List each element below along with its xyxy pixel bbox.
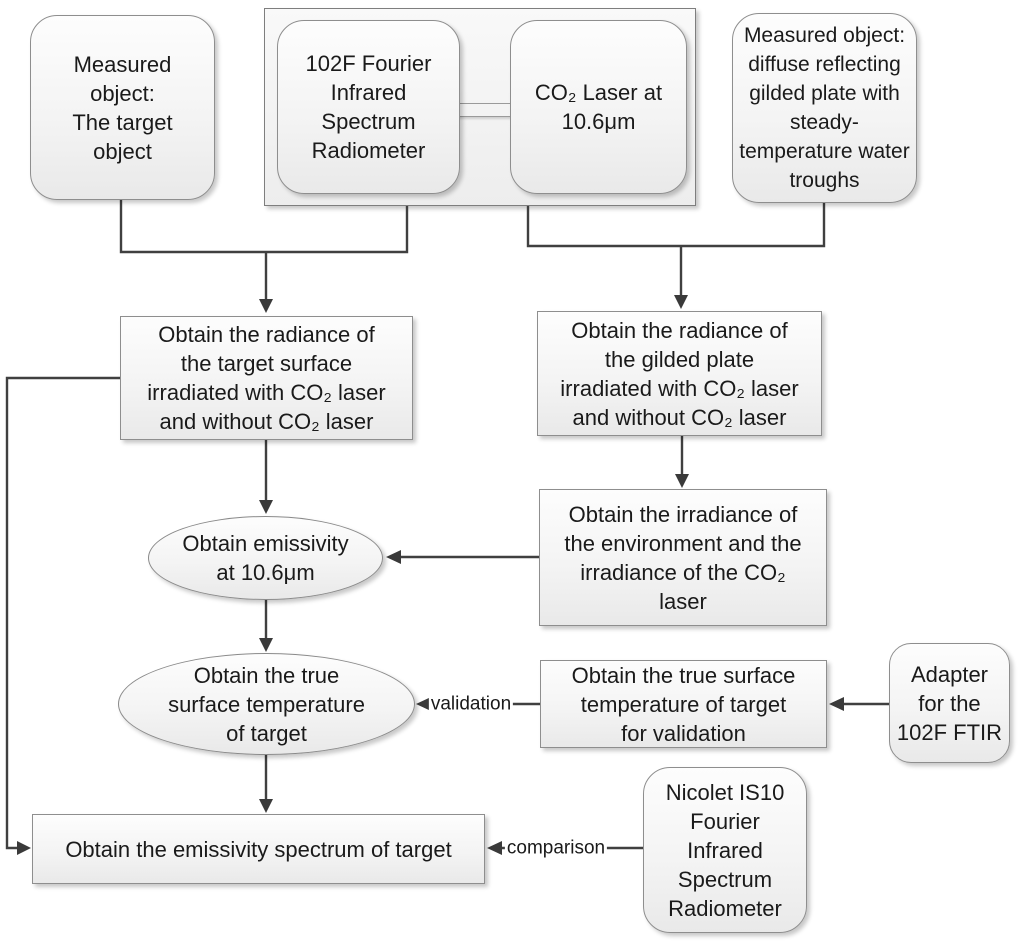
arrow-emissivity-to-true-temperature <box>259 600 273 652</box>
node-radiance-target-label: Obtain the radiance of the target surfac… <box>147 322 386 434</box>
node-radiance-gilded-label: Obtain the radiance of the gilded plate … <box>560 317 799 430</box>
node-measured-gilded-plate: Measured object: diffuse reflecting gild… <box>732 13 917 203</box>
connector-gilded-join <box>526 203 826 309</box>
node-nicolet-is10: Nicolet IS10 Fourier Infrared Spectrum R… <box>643 767 807 933</box>
instrument-link-connector <box>456 103 511 117</box>
node-102f-radiometer: 102F Fourier Infrared Spectrum Radiomete… <box>277 20 460 194</box>
node-emissivity-at-10-6um-label: Obtain emissivity at 10.6μm <box>182 531 349 585</box>
node-measured-target-object-label: Measured object: The target object <box>72 51 173 164</box>
node-adapter-102f-ftir-label: Adapter for the 102F FTIR <box>896 661 1003 745</box>
arrow-true-temperature-to-spectrum <box>259 755 273 813</box>
node-measured-target-object: Measured object: The target object <box>30 15 215 200</box>
arrow-radiance-target-to-emissivity <box>259 440 273 514</box>
node-measured-gilded-plate-label: Measured object: diffuse reflecting gild… <box>739 24 910 192</box>
node-radiance-target: Obtain the radiance of the target surfac… <box>120 316 413 440</box>
connector-targets-join <box>119 200 409 313</box>
node-co2-laser: CO₂ Laser at 10.6μm <box>510 20 687 194</box>
node-emissivity-spectrum-label: Obtain the emissivity spectrum of target <box>65 836 452 862</box>
feedback-loop-line <box>5 376 120 855</box>
node-true-temperature-validation: Obtain the true surface temperature of t… <box>540 660 827 748</box>
arrow-adapter-to-validation <box>829 697 889 711</box>
node-radiance-gilded: Obtain the radiance of the gilded plate … <box>537 311 822 436</box>
arrow-irradiance-to-emissivity <box>386 550 539 564</box>
node-irradiance-environment: Obtain the irradiance of the environment… <box>539 489 827 626</box>
node-co2-laser-label: CO₂ Laser at 10.6μm <box>534 80 663 134</box>
node-nicolet-is10-label: Nicolet IS10 Fourier Infrared Spectrum R… <box>665 779 785 921</box>
node-102f-radiometer-label: 102F Fourier Infrared Spectrum Radiomete… <box>305 51 432 163</box>
node-irradiance-environment-label: Obtain the irradiance of the environment… <box>564 501 802 614</box>
node-true-surface-temperature-label: Obtain the true surface temperature of t… <box>168 662 365 746</box>
arrow-radiance-gilded-to-irradiance <box>675 436 689 488</box>
node-emissivity-spectrum: Obtain the emissivity spectrum of target <box>32 814 485 884</box>
node-true-surface-temperature: Obtain the true surface temperature of t… <box>118 653 415 755</box>
edge-label-validation: validation <box>428 693 514 715</box>
node-emissivity-at-10-6um: Obtain emissivity at 10.6μm <box>148 516 383 600</box>
node-adapter-102f-ftir: Adapter for the 102F FTIR <box>889 643 1010 763</box>
edge-label-comparison: comparison <box>504 837 608 859</box>
node-true-temperature-validation-label: Obtain the true surface temperature of t… <box>571 662 796 746</box>
